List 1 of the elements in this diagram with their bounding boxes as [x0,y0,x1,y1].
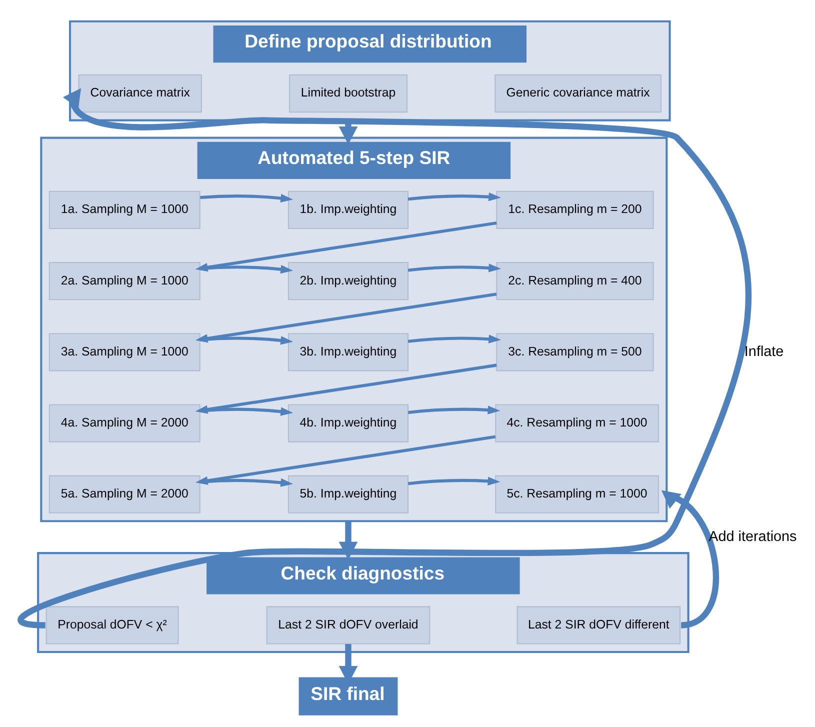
edge-label: Inflate [744,343,784,360]
